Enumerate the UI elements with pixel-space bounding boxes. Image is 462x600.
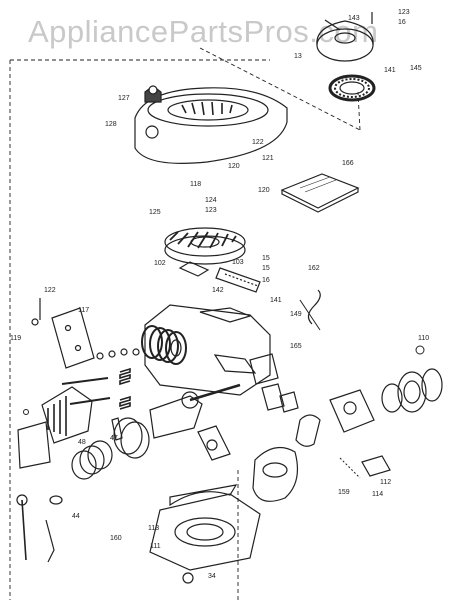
- callout-number: 120: [228, 163, 240, 170]
- carburetor: [295, 368, 443, 447]
- mounting-bracket: [31, 298, 95, 369]
- callout-number: 114: [372, 491, 383, 498]
- callout-number: 13: [294, 53, 302, 60]
- callout-number: 125: [149, 209, 161, 216]
- callout-number: 160: [110, 535, 122, 542]
- ignition-coil: [215, 267, 321, 325]
- crankcase-sump: [149, 484, 261, 584]
- callout-number: 159: [338, 489, 350, 496]
- crankshaft-piston-group: [71, 383, 241, 480]
- starter-callout-labels: 123 16 143 145 141 13: [294, 9, 422, 74]
- dashed-guide-lines: [9, 47, 361, 600]
- callout-number: 48: [78, 439, 86, 446]
- callout-number: 128: [105, 121, 117, 128]
- callout-number: 123: [205, 207, 217, 214]
- recoil-starter-assembly: [316, 12, 376, 102]
- callout-number: 120: [258, 187, 270, 194]
- callout-number: 15: [262, 265, 270, 272]
- callout-number: 103: [232, 259, 244, 266]
- gaskets: [249, 353, 299, 413]
- callout-number: 47: [110, 435, 118, 442]
- callout-number: 145: [410, 65, 422, 72]
- callout-number: 102: [154, 260, 166, 267]
- callout-number: 15: [262, 255, 270, 262]
- callout-number: 149: [290, 311, 302, 318]
- callout-number: 16: [398, 19, 406, 26]
- callout-number: 117: [78, 307, 89, 314]
- callout-number: 141: [384, 67, 396, 74]
- callout-number: 142: [212, 287, 224, 294]
- callout-number: 122: [44, 287, 56, 294]
- callout-number: 123: [398, 9, 410, 16]
- callout-number: 118: [190, 181, 201, 188]
- callout-labels: 127 128 122 121 120 120 118 124 123 125 166 102 103 1…: [10, 95, 429, 580]
- callout-number: 124: [205, 197, 217, 204]
- flywheel: [164, 227, 246, 277]
- callout-number: 34: [208, 573, 216, 580]
- blower-housing: [134, 85, 288, 164]
- callout-number: 113: [148, 525, 159, 532]
- manual-booklet: [280, 173, 360, 213]
- callout-number: 121: [262, 155, 274, 162]
- callout-number: 119: [10, 335, 21, 342]
- callout-number: 165: [290, 343, 302, 350]
- callout-number: 143: [348, 15, 360, 22]
- callout-number: 44: [72, 513, 80, 520]
- valve-train: [61, 348, 140, 410]
- callout-number: 111: [150, 543, 161, 550]
- callout-number: 16: [262, 277, 270, 284]
- hardware-marks: [23, 299, 425, 479]
- callout-number: 112: [380, 479, 391, 486]
- callout-number: 110: [418, 335, 429, 342]
- engine-block: [141, 304, 271, 396]
- callout-number: 166: [342, 160, 354, 167]
- muffler: [252, 446, 391, 502]
- small-parts-left: [16, 417, 123, 563]
- watermark: AppliancePartsPros.com: [28, 14, 379, 49]
- callout-number: 122: [252, 139, 264, 146]
- callout-number: 127: [118, 95, 130, 102]
- callout-number: 162: [308, 265, 320, 272]
- callout-number: 141: [270, 297, 282, 304]
- air-filter: [17, 386, 93, 469]
